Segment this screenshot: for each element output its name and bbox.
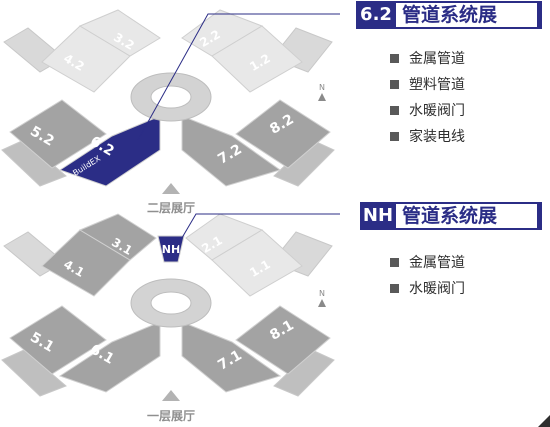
list-item: 金属管道 bbox=[390, 250, 465, 276]
hall-nh-title: 管道系统展 bbox=[396, 202, 542, 230]
lower-booth-nh bbox=[157, 235, 185, 263]
lower-callout-line bbox=[175, 213, 340, 249]
upper-floor-plan: 3.2 4.2 2.2 1.2 5.2 6.2 BuildEX 7.2 8.2 … bbox=[1, 9, 340, 187]
upper-booth-6-2 bbox=[58, 115, 161, 187]
upper-floor-arrow-icon bbox=[162, 183, 180, 194]
lower-compass-arrow-icon bbox=[318, 299, 326, 307]
lower-left-arm-bottom bbox=[1, 349, 67, 397]
lower-booth-7-1 bbox=[181, 321, 282, 393]
lower-booth-5-1 bbox=[9, 305, 107, 375]
hall-6-2-code-badge: 6.2 bbox=[356, 1, 396, 29]
hall-6-2-item-list: 金属管道 塑料管道 水暖阀门 家装电线 bbox=[390, 46, 465, 150]
upper-left-arm-bottom bbox=[1, 139, 67, 187]
upper-booth-1-2 bbox=[211, 25, 303, 93]
upper-booth-3-2 bbox=[78, 9, 161, 57]
lower-floor-plan: 3.1 4.1 2.1 1.1 5.1 6.1 7.1 8.1 NH N bbox=[1, 213, 340, 397]
upper-compass-n: N bbox=[319, 83, 325, 92]
upper-center-hole bbox=[150, 85, 192, 109]
lower-compass-n: N bbox=[319, 289, 325, 298]
lower-center-hole bbox=[150, 291, 192, 315]
hall-6-2-title: 管道系统展 bbox=[396, 1, 542, 29]
upper-floor-label: 二层展厅 bbox=[146, 201, 195, 215]
lower-booth-6-1 bbox=[58, 321, 161, 393]
corner-decoration bbox=[538, 415, 550, 427]
list-item: 水暖阀门 bbox=[390, 276, 465, 302]
lower-booth-3-1 bbox=[78, 213, 157, 261]
upper-compass-arrow-icon bbox=[318, 93, 326, 101]
upper-booth-8-2 bbox=[235, 99, 331, 169]
hall-nh-item-list: 金属管道 水暖阀门 bbox=[390, 250, 465, 302]
venue-floor-plans: 3.2 4.2 2.2 1.2 5.2 6.2 BuildEX 7.2 8.2 … bbox=[1, 9, 340, 397]
lower-booth-8-1 bbox=[235, 305, 331, 375]
upper-booth-7-2 bbox=[181, 115, 282, 187]
lower-booth-1-1 bbox=[211, 229, 303, 297]
list-item: 水暖阀门 bbox=[390, 98, 465, 124]
lower-floor-arrow-icon bbox=[162, 390, 180, 401]
lower-right-arm-bottom bbox=[273, 349, 335, 397]
lower-floor-label: 一层展厅 bbox=[146, 409, 195, 423]
list-item: 塑料管道 bbox=[390, 72, 465, 98]
list-item: 金属管道 bbox=[390, 46, 465, 72]
list-item: 家装电线 bbox=[390, 124, 465, 150]
upper-booth-5-2 bbox=[9, 99, 107, 169]
hall-nh-code-badge: NH bbox=[360, 202, 396, 230]
upper-callout-line bbox=[137, 13, 340, 141]
lower-label-nh: NH bbox=[162, 243, 180, 256]
